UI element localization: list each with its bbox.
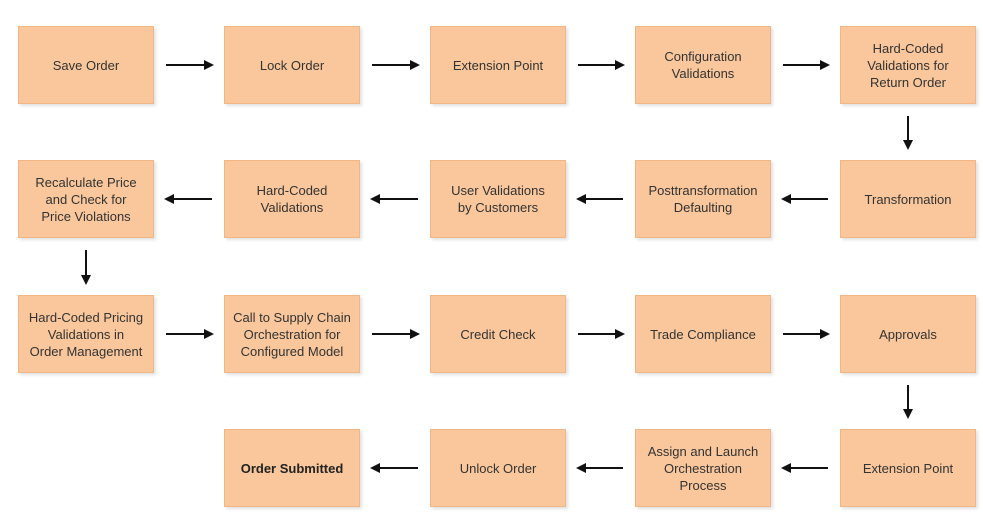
node-hard-coded-validations-return-order: Hard-Coded Validations for Return Order [840, 26, 976, 104]
node-hard-coded-validations: Hard-Coded Validations [224, 160, 360, 238]
node-extension-point-2: Extension Point [840, 429, 976, 507]
node-hard-coded-pricing-validations: Hard-Coded Pricing Validations in Order … [18, 295, 154, 373]
node-extension-point-1: Extension Point [430, 26, 566, 104]
node-call-to-supply-chain-orchestration: Call to Supply Chain Orchestration for C… [224, 295, 360, 373]
node-credit-check: Credit Check [430, 295, 566, 373]
node-configuration-validations: Configuration Validations [635, 26, 771, 104]
node-trade-compliance: Trade Compliance [635, 295, 771, 373]
node-save-order: Save Order [18, 26, 154, 104]
node-approvals: Approvals [840, 295, 976, 373]
node-assign-launch-orchestration: Assign and Launch Orchestration Process [635, 429, 771, 507]
node-order-submitted: Order Submitted [224, 429, 360, 507]
node-unlock-order: Unlock Order [430, 429, 566, 507]
node-user-validations-by-customers: User Validations by Customers [430, 160, 566, 238]
node-posttransformation-defaulting: Posttransformation Defaulting [635, 160, 771, 238]
node-recalculate-price: Recalculate Price and Check for Price Vi… [18, 160, 154, 238]
node-lock-order: Lock Order [224, 26, 360, 104]
node-transformation: Transformation [840, 160, 976, 238]
